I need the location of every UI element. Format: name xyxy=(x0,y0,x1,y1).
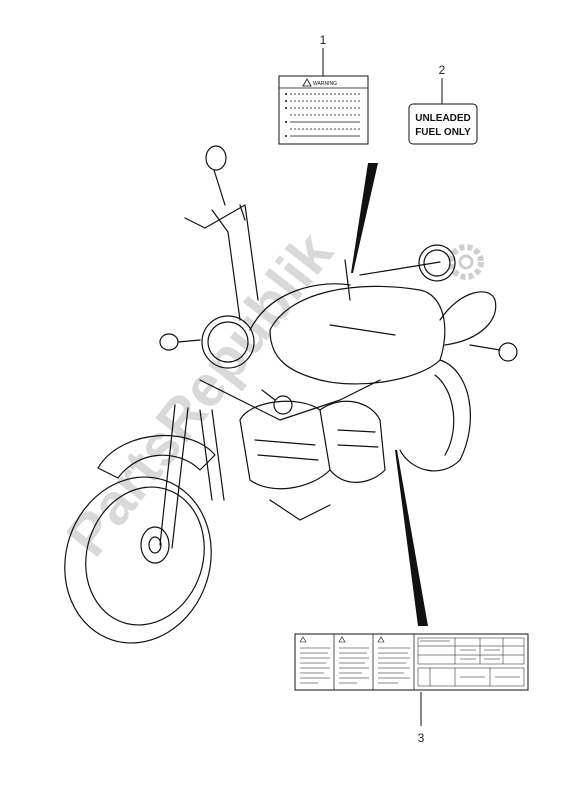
info-label-text-lines xyxy=(300,647,410,684)
fuel-label-part[interactable]: UNLEADED FUEL ONLY xyxy=(408,103,478,145)
callout-number-1: 1 xyxy=(320,33,327,47)
engine xyxy=(239,400,386,521)
watermark-gear-icon xyxy=(448,244,484,280)
front-wheel xyxy=(64,476,212,644)
front-fork-right xyxy=(199,409,225,501)
seat xyxy=(439,291,497,346)
warning-label-part[interactable]: WARNING xyxy=(278,75,369,145)
fuel-label-line2: FUEL ONLY xyxy=(415,127,471,138)
motorcycle-drawing xyxy=(64,145,518,644)
callout-number-3: 3 xyxy=(418,731,425,745)
warning-triangle-icon xyxy=(302,78,312,87)
fuel-label-line1: UNLEADED xyxy=(415,113,471,124)
callout-3[interactable]: 3 xyxy=(418,692,425,745)
headlight xyxy=(201,315,255,369)
mirror-right xyxy=(418,244,456,282)
watermark: PartsRepublik xyxy=(54,220,346,568)
warning-label-heading: WARNING xyxy=(313,81,337,87)
front-fender xyxy=(97,435,216,479)
front-fork-left xyxy=(159,404,189,549)
leader-arrow-1 xyxy=(351,163,378,273)
rear-wheel xyxy=(399,359,471,472)
callout-1[interactable]: 1 xyxy=(320,33,327,76)
warning-label-text-lines xyxy=(290,93,360,137)
frame xyxy=(199,379,381,421)
info-label-warning-icons xyxy=(299,636,385,643)
cables xyxy=(249,259,351,331)
front-turn-signals xyxy=(159,333,293,415)
callout-number-2: 2 xyxy=(439,63,446,77)
callout-2[interactable]: 2 xyxy=(439,63,446,104)
rear-turn-signal xyxy=(498,342,518,362)
handlebars xyxy=(184,204,501,351)
info-label-part[interactable] xyxy=(294,633,529,691)
watermark-text: PartsRepublik xyxy=(54,220,346,568)
info-label-table xyxy=(417,637,525,687)
mirror-left xyxy=(205,145,227,206)
leader-arrow-3 xyxy=(395,450,428,626)
